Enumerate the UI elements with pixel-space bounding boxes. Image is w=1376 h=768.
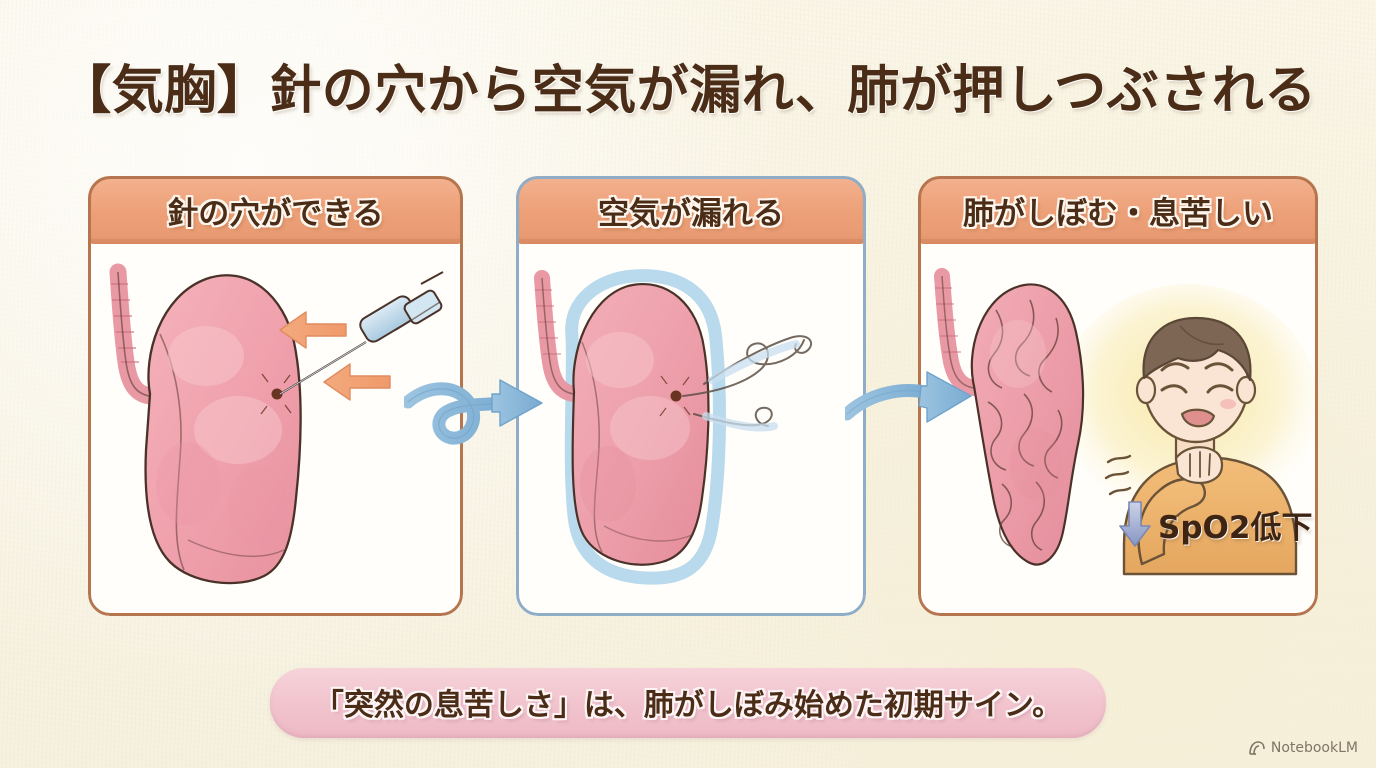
panel-1-header: 針の穴ができる	[88, 176, 463, 244]
connector-arrow-panel1-panel2	[401, 358, 554, 468]
panel-air-leak[interactable]: 空気が漏れる	[516, 176, 866, 616]
panel-2-header: 空気が漏れる	[516, 176, 866, 244]
panel-2-header-label: 空気が漏れる	[598, 195, 784, 232]
spo2-annotation: SpO2低下	[1118, 500, 1312, 548]
page-title: 【気胸】針の穴から空気が漏れ、肺が押しつぶされる	[59, 61, 1317, 121]
connector-arrow-panel2-panel3	[840, 366, 980, 446]
panel-3-header: 肺がしぼむ・息苦しい	[918, 176, 1318, 244]
pleura-outline	[564, 269, 726, 585]
distress-marks-icon	[1104, 454, 1132, 496]
puncture-hole	[670, 390, 682, 402]
puncture-hole	[271, 388, 283, 400]
panel-1-header-label: 針の穴ができる	[167, 195, 384, 232]
panel-1-illustration	[88, 244, 463, 616]
panel-needle-hole[interactable]: 針の穴ができる	[88, 176, 463, 616]
syringe-icon	[279, 271, 444, 395]
panel-3-illustration: SpO2低下	[918, 244, 1318, 616]
lung-with-needle-illustration	[109, 263, 444, 585]
collapsed-lung	[970, 283, 1085, 566]
notebooklm-logo-icon	[1249, 741, 1265, 755]
down-arrow-icon	[1119, 501, 1151, 547]
caption-banner: 「突然の息苦しさ」は、肺がしぼみ始めた初期サイン。	[269, 668, 1107, 738]
panel-2-illustration	[516, 244, 866, 616]
panel-3-header-label: 肺がしぼむ・息苦しい	[963, 195, 1273, 232]
panel-lung-collapse[interactable]: 肺がしぼむ・息苦しい	[918, 176, 1318, 616]
lung-leaking-air-illustration	[534, 269, 813, 585]
spo2-label: SpO2低下	[1158, 509, 1313, 546]
watermark-label: NotebookLM	[1270, 740, 1358, 756]
pressure-arrow-upper	[279, 311, 347, 349]
caption-text: 「突然の息苦しさ」は、肺がしぼみ始めた初期サイン。	[313, 688, 1063, 723]
pressure-arrow-lower	[323, 363, 391, 401]
notebooklm-watermark: NotebookLM	[1249, 740, 1358, 756]
